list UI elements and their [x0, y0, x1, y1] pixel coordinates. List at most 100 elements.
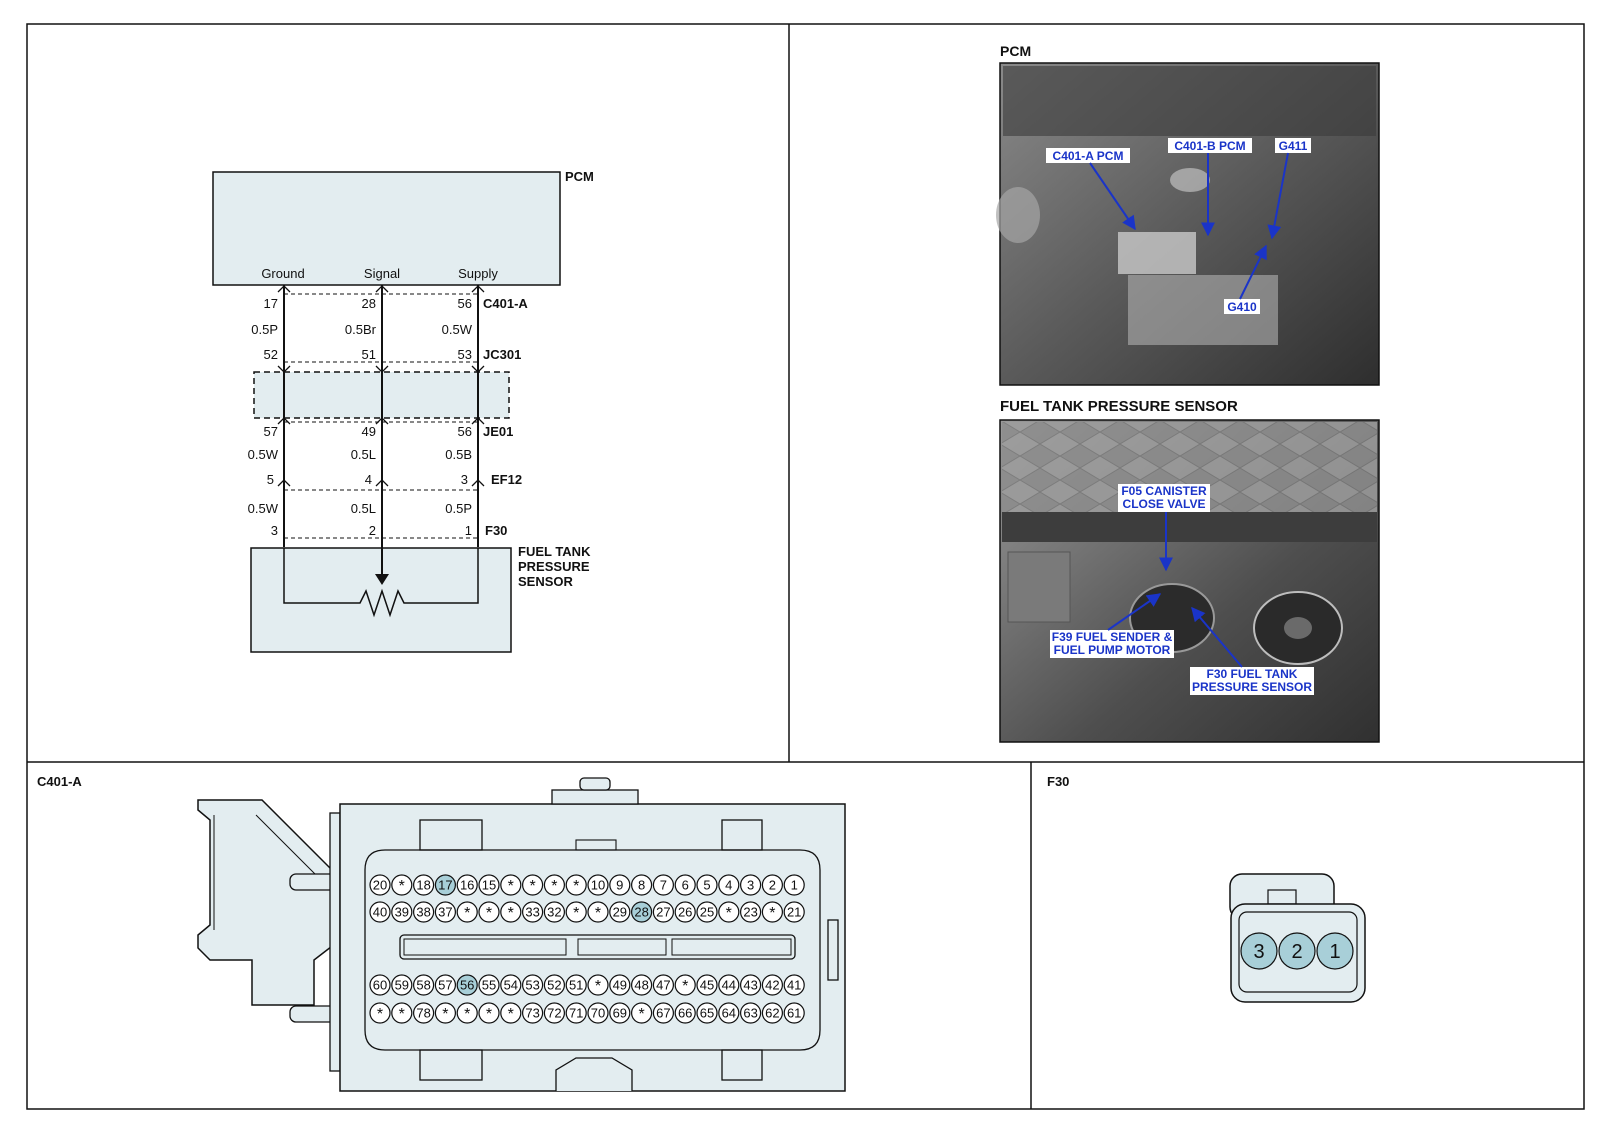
pin-socket: [456, 1002, 478, 1024]
pin-socket: [587, 1002, 609, 1024]
pin-socket: [652, 974, 675, 996]
c401a-pin-row3-0: 60: [369, 974, 391, 996]
pin-number: *: [442, 1006, 448, 1023]
c401a-bottom-notch-right: [721, 1049, 763, 1081]
pcm-photo-title: PCM: [1000, 43, 1031, 59]
pin-number: 42: [765, 978, 779, 993]
pin-socket: [391, 901, 413, 923]
pin-number: 53: [525, 978, 539, 993]
pin-number: *: [464, 1006, 470, 1023]
pin-socket: [783, 874, 805, 896]
c401a-pin-row2-0: 40: [369, 901, 391, 923]
c401a-center-bar: [399, 934, 796, 960]
c401a-pin-row3-8: 52: [543, 974, 566, 996]
c401a-pin-row3-18: 42: [761, 974, 784, 996]
pin-socket: [739, 1002, 762, 1024]
callout-f05-canister: F05 CANISTER CLOSE VALVE: [1118, 484, 1210, 572]
wire-spec-ground-bot: 0.5W: [248, 501, 279, 516]
callout-f39-fuel-sender: F39 FUEL SENDER & FUEL PUMP MOTOR: [1050, 593, 1174, 658]
c401a-pin-row1-7: *: [521, 874, 544, 896]
je01-pin-signal: 49: [362, 424, 376, 439]
jc301-pin-supply: 53: [458, 347, 472, 362]
c401a-pin-row2-17: 23: [739, 901, 762, 923]
fuel-tank-photo-cap-center: [1284, 617, 1312, 639]
c401a-pin-row2-3: 37: [434, 901, 456, 923]
pin-socket: [1278, 932, 1316, 970]
pin-socket: [761, 974, 784, 996]
pin-number: *: [464, 905, 470, 922]
c401a-pin-row3-11: 49: [609, 974, 631, 996]
c401a-pin-row1-15: 5: [696, 874, 718, 896]
pcm-photo-hood-shadow: [1003, 66, 1376, 136]
pin-socket: [739, 874, 762, 896]
pin-number: 3: [747, 878, 754, 893]
c401a-pin-row4-8: 72: [543, 1002, 566, 1024]
pin-number: 71: [569, 1006, 583, 1021]
pin-socket: [718, 1002, 740, 1024]
c401a-pin-row3-13: 47: [652, 974, 675, 996]
pin-socket: [478, 1002, 500, 1024]
callout-text-line1: F39 FUEL SENDER &: [1052, 630, 1173, 644]
pin-socket: [434, 874, 456, 896]
sensor-wiper-arrow: [375, 574, 389, 585]
pin-number: *: [486, 1006, 492, 1023]
connector-name-c401a: C401-A: [483, 296, 528, 311]
pin-socket: [674, 901, 696, 923]
pin-socket: [434, 901, 456, 923]
c401a-top-knob: [579, 777, 611, 791]
c401a-pin-row2-4: *: [456, 901, 478, 923]
jc301-pin-signal: 51: [362, 347, 376, 362]
callout-arrow: [1267, 152, 1289, 240]
callout-text-line2: CLOSE VALVE: [1123, 497, 1206, 511]
pin-number: 10: [591, 878, 605, 893]
pin-number: 70: [591, 1006, 605, 1021]
pin-number: *: [638, 1006, 644, 1023]
pin-number: *: [508, 905, 514, 922]
callout-text-line1: F30 FUEL TANK: [1207, 667, 1298, 681]
c401a-pin-row1-16: 4: [718, 874, 740, 896]
callout-text: C401-A PCM: [1053, 149, 1124, 163]
pin-name-ground: Ground: [261, 266, 304, 281]
fuel-tank-photo-bracket: [1007, 551, 1071, 623]
pin-socket: [456, 901, 478, 923]
c401a-pin-row1-12: 8: [630, 874, 653, 896]
ef12-pin-ground: 5: [267, 472, 274, 487]
pcm-photo-cap: [1170, 168, 1210, 192]
pcm-label: PCM: [565, 169, 594, 184]
c401a-pin-row4-13: 67: [652, 1002, 675, 1024]
c401a-pin-row3-17: 43: [739, 974, 762, 996]
pin-number: 55: [482, 978, 496, 993]
pin-socket: [696, 901, 718, 923]
pin-number: 59: [395, 978, 409, 993]
c401a-pin-row4-5: *: [478, 1002, 500, 1024]
pin-socket: [413, 874, 435, 896]
callout-box: [1168, 138, 1252, 153]
pin-number: 9: [616, 878, 623, 893]
pin-number: *: [551, 878, 557, 895]
pin-socket: [543, 901, 566, 923]
pin-number: *: [508, 1006, 514, 1023]
c401a-pin-ground: 17: [264, 296, 278, 311]
c401a-pin-row4-12: *: [630, 1002, 653, 1024]
c401a-pin-row3-19: 41: [783, 974, 805, 996]
wiring-schematic: PCM Ground Signal Supply 17 28 56: [212, 169, 594, 653]
pin-number: 4: [725, 878, 732, 893]
pin-socket: [369, 1002, 391, 1024]
pin-socket: [500, 974, 522, 996]
pin-number: 45: [700, 978, 714, 993]
c401a-pin-row3-10: *: [587, 974, 609, 996]
pin-socket: [609, 974, 631, 996]
c401a-pin-row2-6: *: [500, 901, 522, 923]
c401a-top-notch-left: [419, 819, 483, 851]
pin-socket: [543, 974, 566, 996]
pin-socket: [543, 874, 566, 896]
pin-number: 64: [722, 1006, 736, 1021]
pin-number: 1: [791, 878, 798, 893]
pin-socket: [500, 1002, 522, 1024]
c401a-pin-row4-11: 69: [609, 1002, 631, 1024]
pin-number: *: [682, 978, 688, 995]
c401a-pin-row2-9: *: [565, 901, 587, 923]
pin-number: *: [377, 1006, 383, 1023]
